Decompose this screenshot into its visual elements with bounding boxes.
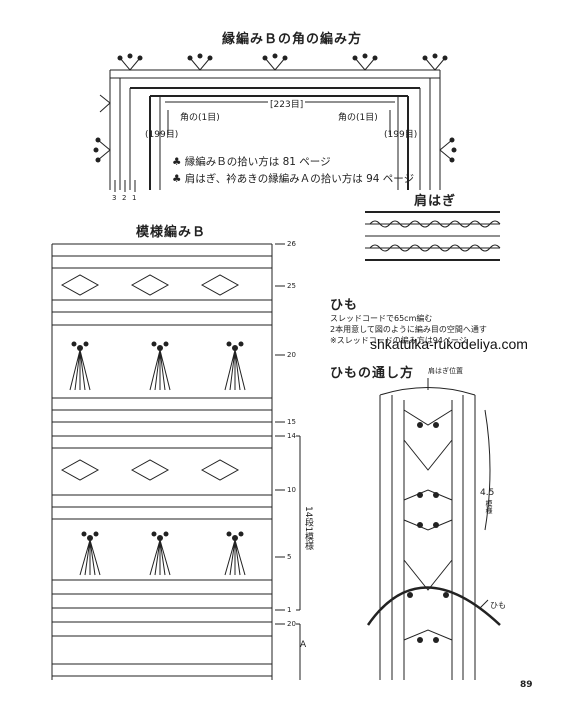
himo-line-1: スレッドコードで65cm編む [330, 314, 433, 323]
page-number: 89 [520, 680, 533, 690]
pattern-repeat-label: 14段1模様 [303, 506, 313, 551]
pattern-row-label-15: 15 [287, 418, 296, 426]
corner-row-number-1: 1 [132, 194, 137, 202]
note-2: ♣ 肩はぎ、衿あきの縁編みＡの拾い方は 94 ページ [172, 171, 414, 186]
note-1-text: 縁編みＢの拾い方は 81 ページ [184, 156, 331, 168]
himo-line-2: 2本用意して図のように編み目の空間へ通す [330, 325, 487, 334]
threading-shoulder-label: 肩はぎ位置 [428, 367, 463, 375]
himo-title: ひも [330, 298, 359, 313]
threading-cord-label: ひも [490, 601, 506, 610]
corner-label-right: 角の(1目) [338, 113, 378, 123]
pattern-row-label-26: 26 [287, 240, 296, 248]
himo-line-3: ※スレッドコードの編み方は94ページ [330, 336, 467, 345]
threading-spacing-unit: 模様 [485, 500, 493, 514]
corner-diagram-title: 縁編みＢの角の編み方 [222, 32, 363, 47]
corner-label-left: 角の(1目) [180, 113, 220, 123]
corner-count-top: [223目] [268, 97, 306, 110]
pattern-row-label-20: 20 [287, 351, 296, 359]
corner-row-number-3: 3 [112, 194, 117, 202]
club-icon: ♣ [172, 173, 182, 185]
pattern-row-label-25: 25 [287, 282, 296, 290]
pattern-row-label-14: 14 [287, 432, 296, 440]
note-2-text: 肩はぎ、衿あきの縁編みＡの拾い方は 94 ページ [184, 173, 415, 185]
pattern-row-label-5: 5 [287, 553, 292, 561]
pattern-b-title: 模様編みＢ [136, 225, 207, 240]
corner-count-right: (199目) [384, 130, 418, 140]
pattern-row-label-1: 1 [287, 606, 292, 614]
threading-spacing-label: 4.5 [480, 488, 495, 498]
watermark: shkatulka-rukodeliya.com [370, 336, 528, 352]
club-icon: ♣ [172, 156, 182, 168]
threading-title: ひもの通し方 [330, 366, 415, 381]
corner-row-number-2: 2 [122, 194, 127, 202]
pattern-row-label-20b: 20 [287, 620, 296, 628]
corner-count-left: (199目) [145, 130, 179, 140]
pattern-row-label-10: 10 [287, 486, 296, 494]
pattern-section-label: A [300, 640, 307, 650]
shoulder-seam-title: 肩はぎ [414, 194, 457, 209]
note-1: ♣ 縁編みＢの拾い方は 81 ページ [172, 154, 331, 169]
